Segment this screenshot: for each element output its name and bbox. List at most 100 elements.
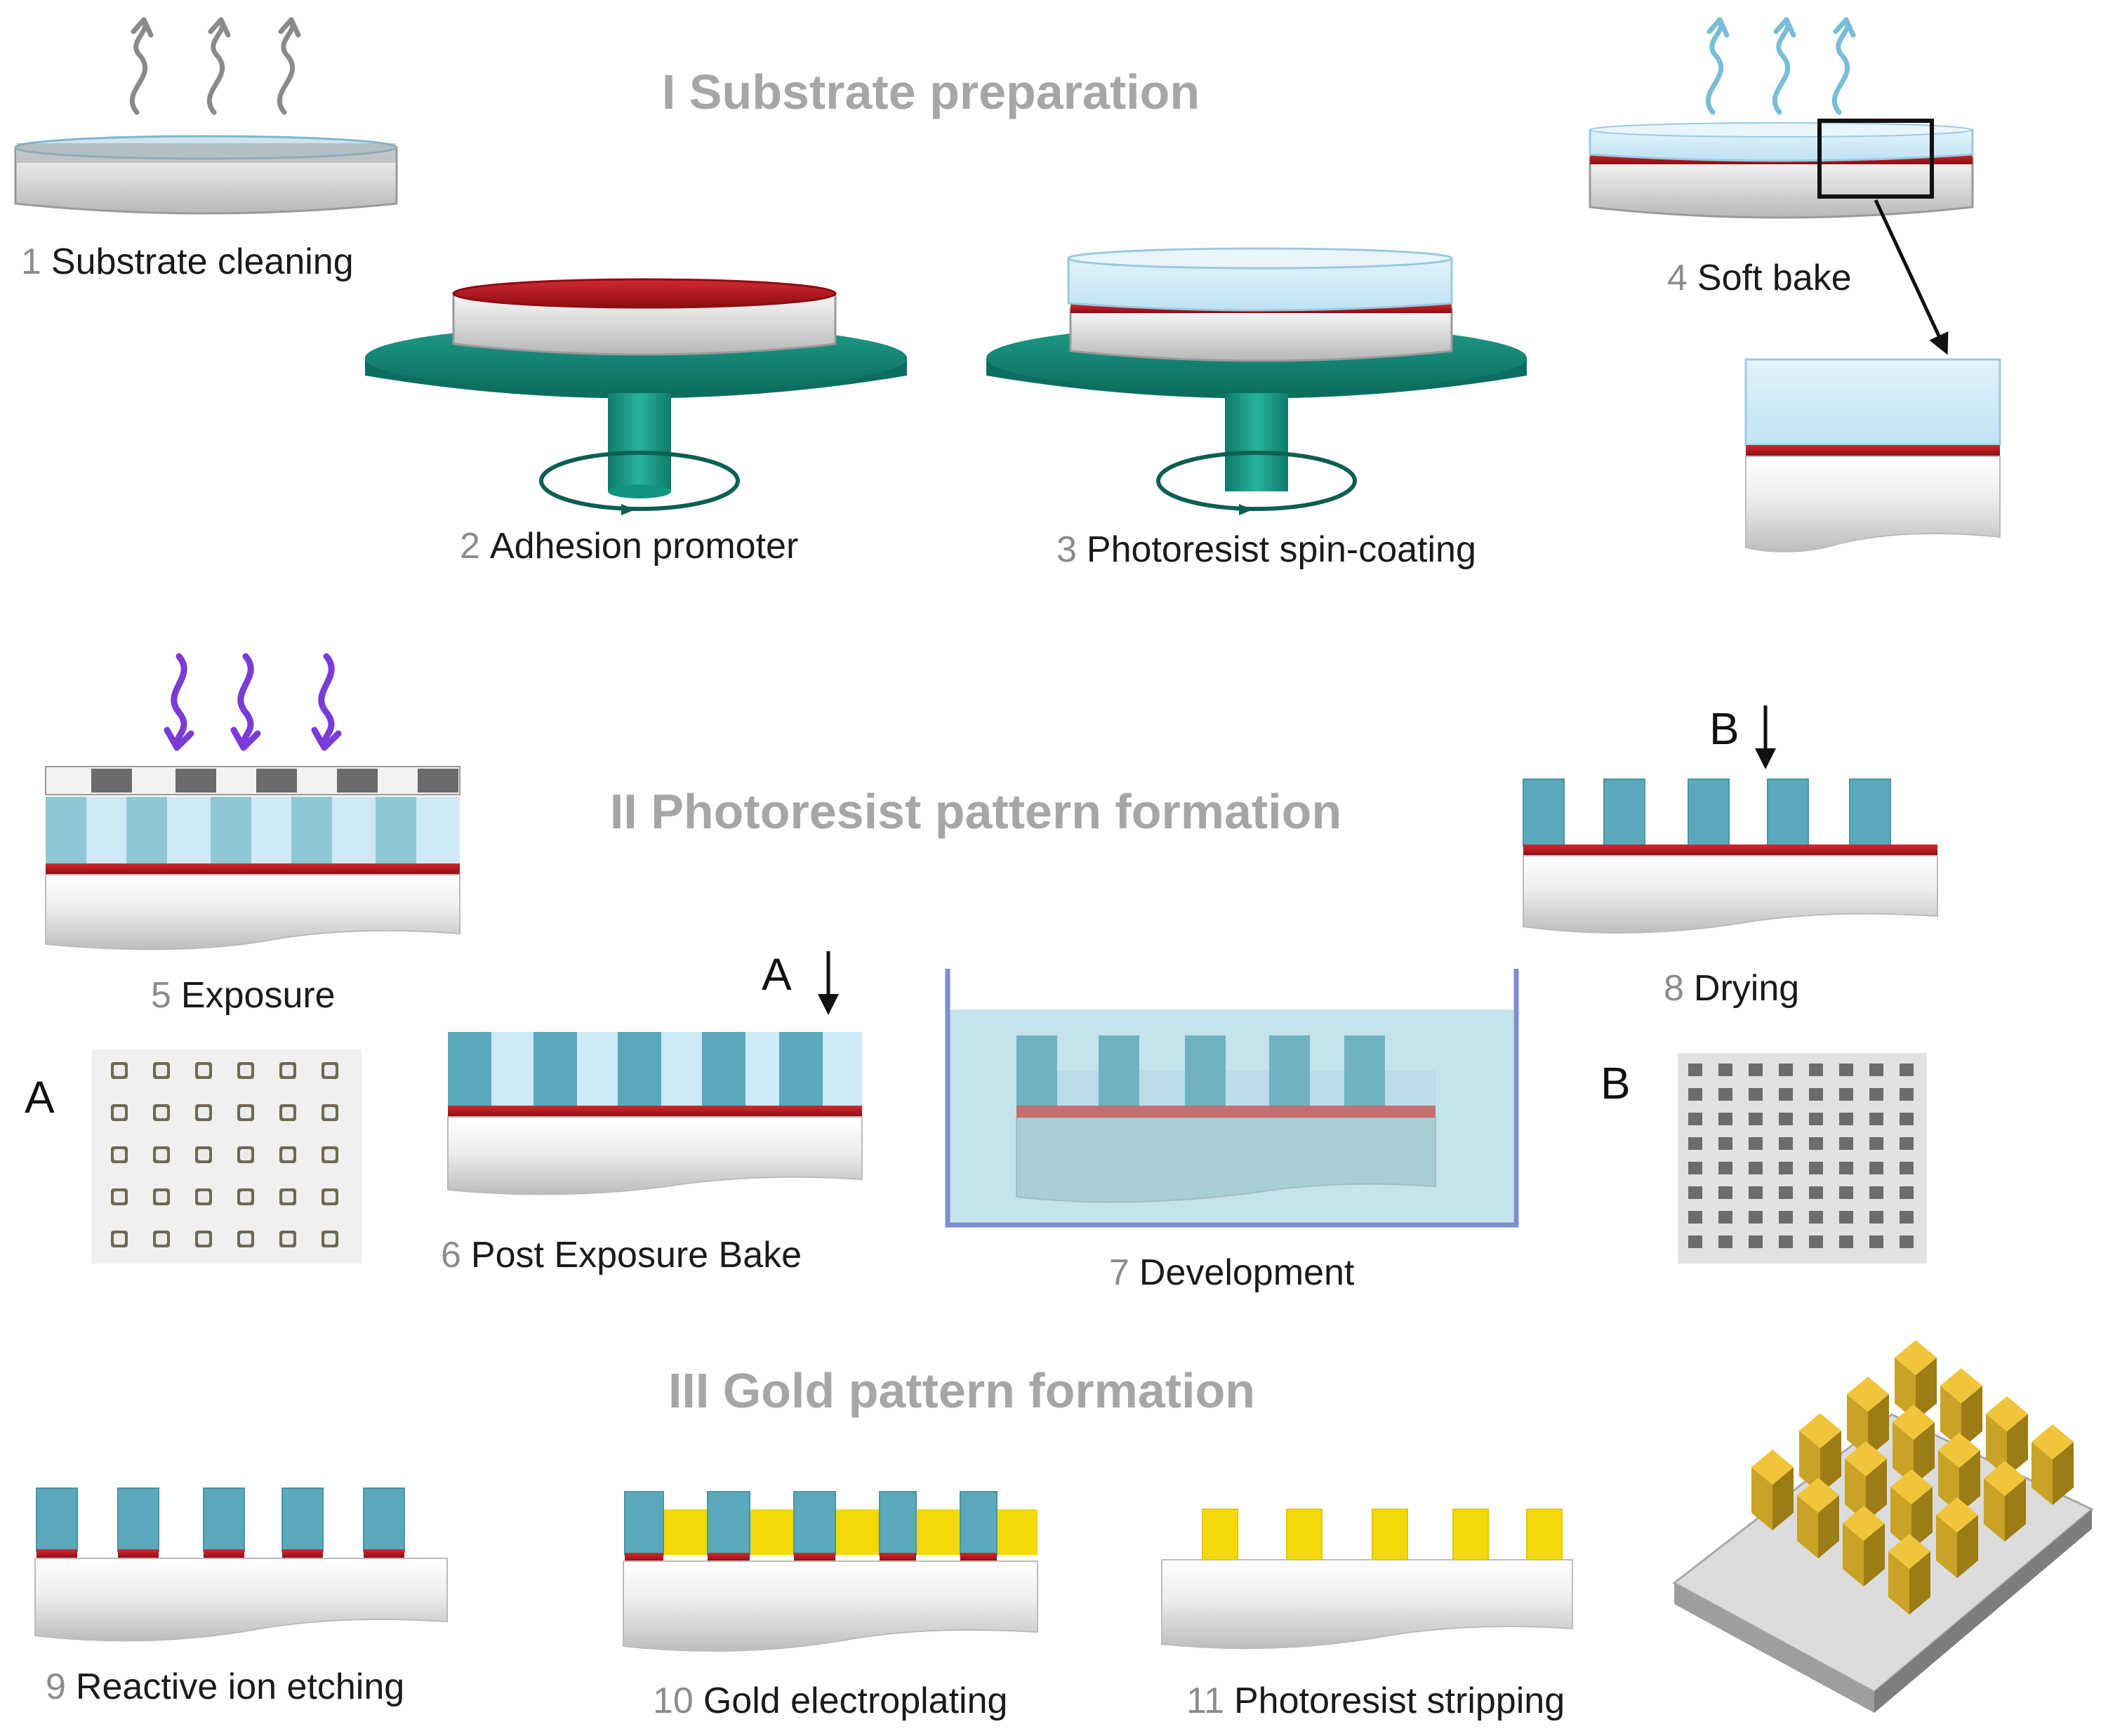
array-square <box>279 1104 296 1121</box>
gold-pillar <box>1845 1441 1887 1522</box>
array-square <box>279 1146 296 1163</box>
zoom-box <box>1817 119 1934 199</box>
micrograph-b <box>1678 1053 1927 1264</box>
array-square <box>1809 1088 1823 1101</box>
gold-pillar <box>1940 1368 1982 1449</box>
section-title-1: I Substrate preparation <box>662 65 1200 119</box>
array-square <box>1718 1088 1732 1101</box>
array-square <box>195 1062 212 1079</box>
adhesion-remnants <box>37 1549 404 1558</box>
array-square <box>1839 1211 1853 1224</box>
array-square <box>1749 1064 1763 1076</box>
array-square <box>1869 1235 1883 1248</box>
array-square <box>195 1231 212 1247</box>
micrograph-a <box>91 1049 362 1264</box>
square-array <box>1688 1064 1914 1248</box>
adhesion-layer <box>448 1106 862 1117</box>
adhesion-layer <box>46 863 460 875</box>
array-square <box>322 1146 338 1163</box>
array-square <box>111 1146 128 1163</box>
step6-illustration <box>447 1032 863 1195</box>
gold-pillar <box>1893 1405 1935 1485</box>
photoresist-layer <box>1067 257 1453 312</box>
substrate <box>447 1116 863 1195</box>
array-square <box>1839 1162 1853 1174</box>
array-square <box>1869 1064 1883 1076</box>
array-square <box>1779 1113 1793 1125</box>
rotation-arrow <box>1156 451 1357 511</box>
array-square <box>322 1188 338 1205</box>
micrograph-a-label: A <box>25 1072 55 1122</box>
array-square <box>195 1104 212 1121</box>
adhesion-remnants <box>625 1553 997 1561</box>
gold-pillar <box>1986 1396 2028 1477</box>
array-square <box>237 1146 254 1163</box>
array-square <box>1749 1113 1763 1125</box>
gold-pillar <box>1895 1340 1937 1421</box>
gold-array-3d <box>1672 1340 2094 1713</box>
array-square <box>1779 1064 1793 1076</box>
gold-pillars <box>1202 1509 1563 1561</box>
uv-light-icon <box>164 653 342 751</box>
step7-illustration <box>945 969 1519 1228</box>
crosslinked-regions <box>448 1032 823 1106</box>
step4-illustration <box>1589 17 2001 552</box>
adhesion-layer <box>1523 844 1937 856</box>
gold-pillar <box>1938 1433 1980 1513</box>
array-square <box>1688 1186 1702 1199</box>
array-square <box>1900 1113 1914 1125</box>
array-square <box>1718 1064 1732 1076</box>
array-square <box>1718 1186 1732 1199</box>
array-square <box>279 1062 296 1079</box>
array-square <box>1718 1211 1732 1224</box>
array-square <box>1779 1235 1793 1248</box>
gold-pillar <box>1797 1478 1839 1558</box>
array-square <box>1839 1088 1853 1101</box>
array-square <box>1688 1235 1702 1248</box>
array-square <box>237 1188 254 1205</box>
array-square <box>1749 1137 1763 1150</box>
array-square <box>153 1062 170 1079</box>
step2-illustration <box>365 278 907 515</box>
array-square <box>1749 1211 1763 1224</box>
array-square <box>1869 1137 1883 1150</box>
vapor-icon <box>1705 17 1856 115</box>
gold-pillar <box>1936 1497 1978 1578</box>
zoom-photoresist <box>1744 358 2001 446</box>
step3-illustration <box>986 247 1527 515</box>
base-side <box>1874 1509 2092 1713</box>
substrate <box>45 874 460 950</box>
array-square <box>1869 1211 1883 1224</box>
vapor-icon <box>129 17 301 115</box>
spin-stem <box>1225 393 1288 491</box>
rotation-arrow <box>539 451 740 511</box>
array-square <box>322 1231 338 1247</box>
array-square <box>1779 1186 1793 1199</box>
array-square <box>1779 1137 1793 1150</box>
zoom-arrow <box>1874 199 1949 355</box>
array-square <box>1900 1064 1914 1076</box>
array-square <box>1839 1137 1853 1150</box>
array-square <box>1718 1137 1732 1150</box>
section-title-3: III Gold pattern formation <box>668 1363 1255 1418</box>
substrate <box>623 1561 1038 1652</box>
resist-pillars <box>1016 1035 1385 1106</box>
gold-pillar <box>1890 1469 1933 1550</box>
array-square <box>1688 1211 1702 1224</box>
array-square <box>1809 1186 1823 1199</box>
array-square <box>279 1231 296 1247</box>
array-square <box>1900 1211 1914 1224</box>
array-square <box>1809 1064 1823 1076</box>
tank <box>945 969 1519 1228</box>
step8-illustration <box>1523 778 1938 934</box>
substrate <box>1523 855 1938 934</box>
array-square <box>237 1231 254 1247</box>
array-square <box>279 1188 296 1205</box>
